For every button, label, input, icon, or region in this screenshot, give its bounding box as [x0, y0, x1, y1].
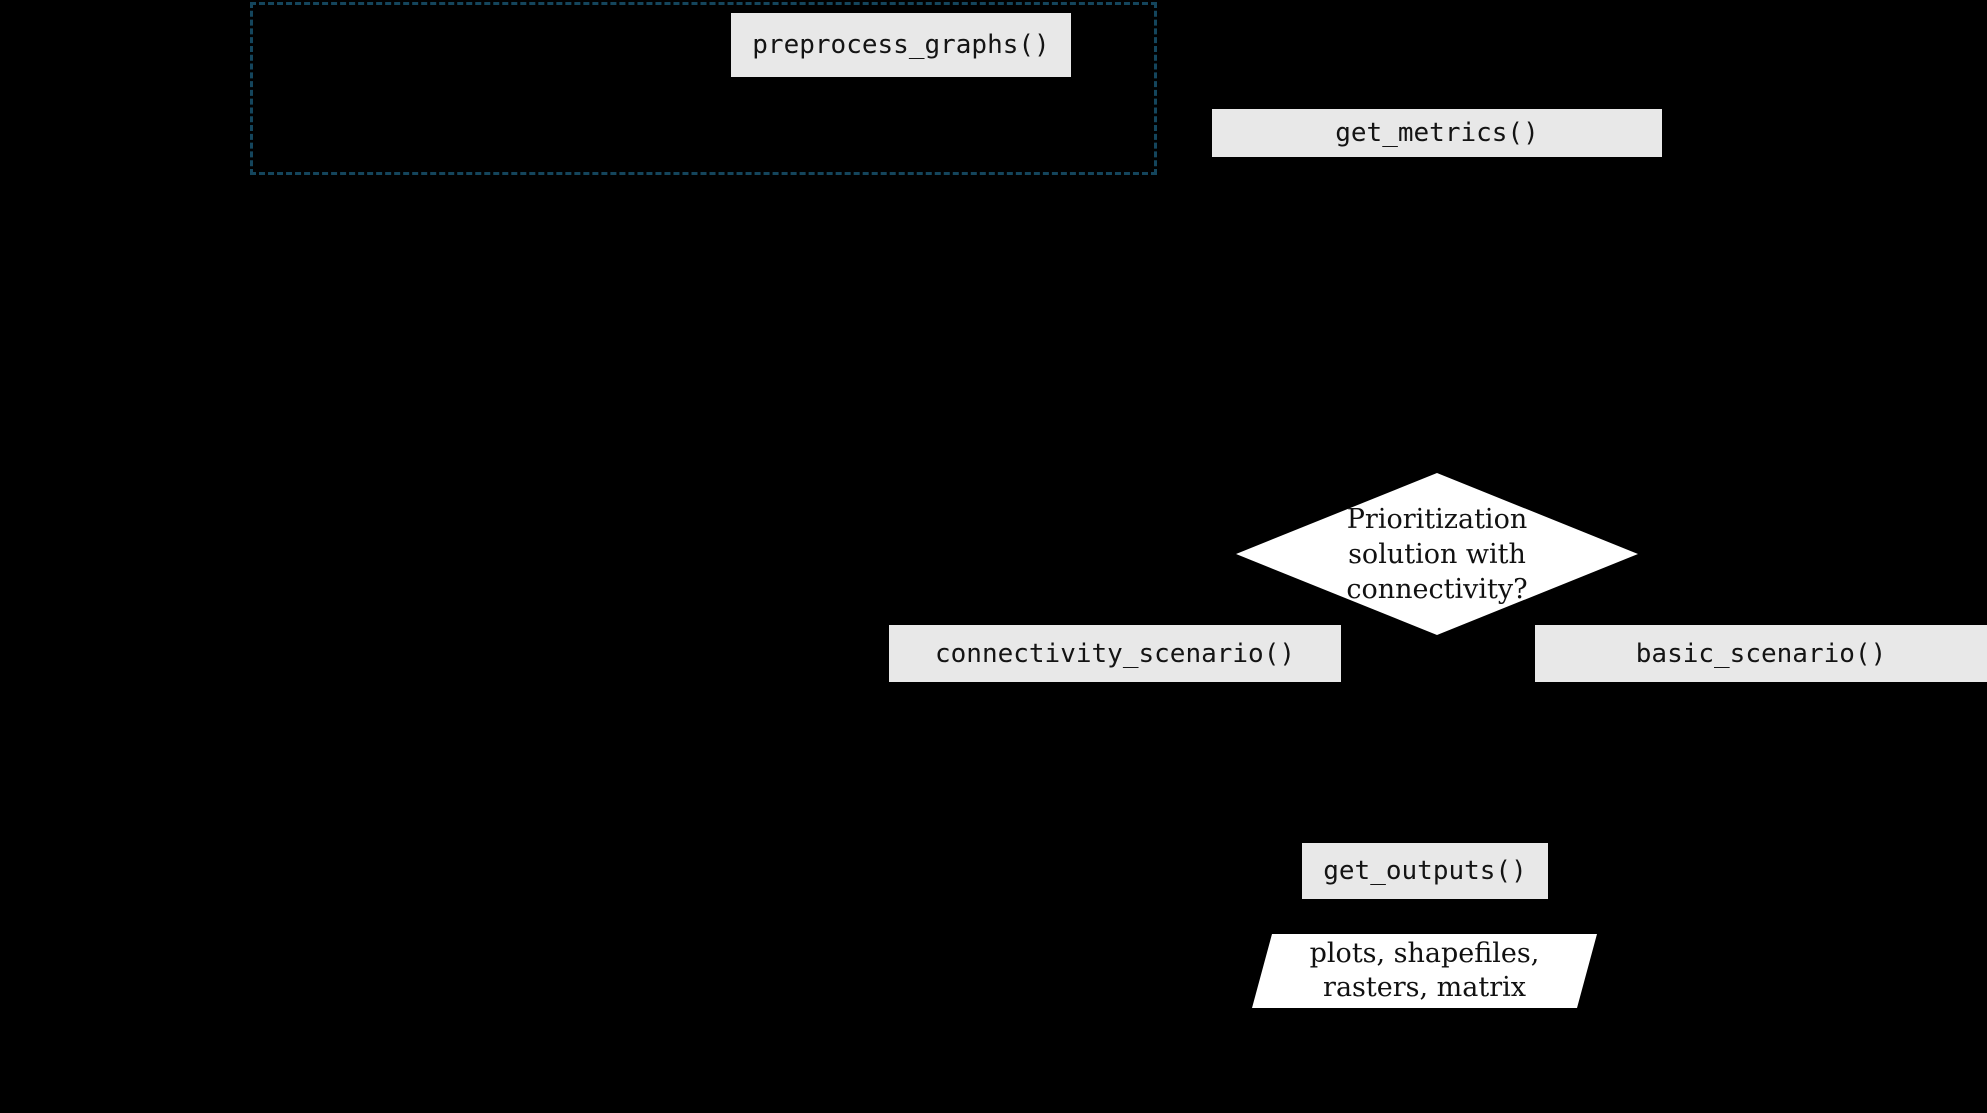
node-connectivity-scenario: connectivity_scenario()	[889, 625, 1341, 682]
preprocessing-group-outline	[250, 2, 1157, 175]
output-line-2: rasters, matrix	[1323, 972, 1526, 1003]
node-get-outputs: get_outputs()	[1302, 843, 1548, 899]
decision-line-3: connectivity?	[1346, 573, 1528, 605]
output-line-1: plots, shapefiles,	[1309, 938, 1540, 969]
node-preprocess-graphs: preprocess_graphs()	[731, 13, 1071, 77]
decision-line-2: solution with	[1348, 538, 1526, 570]
io-output-parallelogram: plots, shapefiles, rasters, matrix	[1252, 934, 1597, 1008]
decision-prioritization-connectivity: Prioritization solution with connectivit…	[1236, 473, 1638, 635]
node-basic-scenario: basic_scenario()	[1535, 625, 1987, 682]
node-get-metrics: get_metrics()	[1212, 109, 1662, 157]
decision-line-1: Prioritization	[1346, 503, 1528, 535]
